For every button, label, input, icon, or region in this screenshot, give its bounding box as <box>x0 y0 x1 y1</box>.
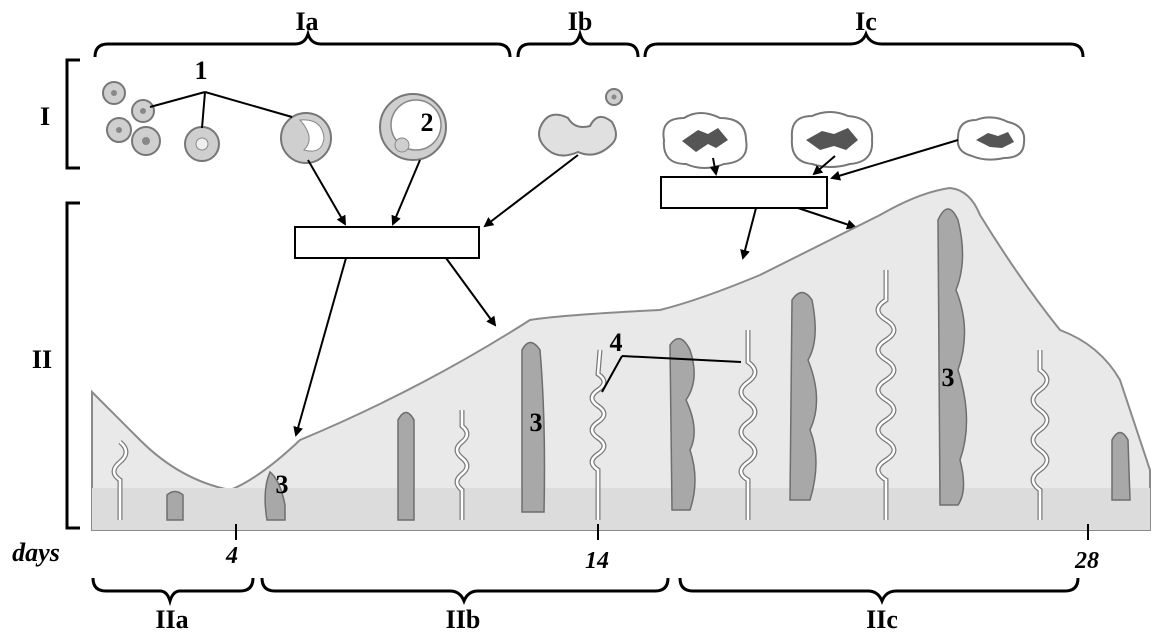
blank-box-right <box>661 177 827 208</box>
label-row-II: II <box>32 345 52 374</box>
label-Ib: Ib <box>568 7 593 36</box>
ovarian-follicles <box>103 82 1024 168</box>
tick-28: 28 <box>1074 548 1099 574</box>
corpus-luteum-3 <box>958 117 1024 159</box>
axis-title-days: days <box>12 538 60 567</box>
brace-IIa <box>93 578 253 601</box>
label-row-I: I <box>40 102 50 131</box>
marker-3-a: 3 <box>276 470 289 499</box>
label-IIa: IIa <box>155 605 188 634</box>
brace-IIc <box>680 578 1078 601</box>
marker-3-c: 3 <box>942 363 955 392</box>
bracket-II <box>67 203 80 528</box>
marker-3-b: 3 <box>530 408 543 437</box>
blank-box-left <box>295 227 479 258</box>
marker-2: 2 <box>421 108 434 137</box>
brace-IIb <box>262 578 668 601</box>
brace-Ic <box>645 34 1083 57</box>
label-IIb: IIb <box>446 605 481 634</box>
corpus-luteum-1 <box>663 113 746 168</box>
label-Ic: Ic <box>855 7 877 36</box>
label-Ia: Ia <box>295 7 318 36</box>
bracket-I <box>67 60 80 168</box>
tick-14: 14 <box>585 548 609 574</box>
brace-Ia <box>95 34 510 57</box>
marker-1: 1 <box>195 56 208 85</box>
brace-Ib <box>518 34 638 57</box>
marker-4: 4 <box>610 328 623 357</box>
label-IIc: IIc <box>866 605 898 634</box>
tick-4: 4 <box>225 543 238 569</box>
